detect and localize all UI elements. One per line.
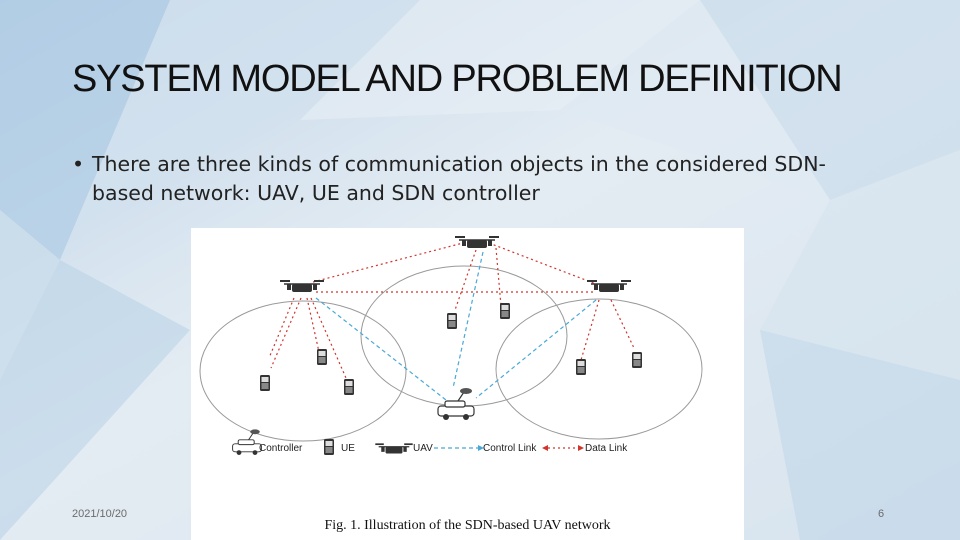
legend-ue-label: UE — [341, 443, 355, 454]
control-links — [315, 251, 597, 401]
footer-page-number: 6 — [878, 508, 885, 520]
network-diagram — [199, 236, 703, 456]
network-figure: Controller UE UAV Control Link Data Link… — [191, 228, 744, 540]
uav-top — [454, 236, 500, 249]
bullet-marker: • — [72, 152, 85, 176]
uav-left — [279, 280, 325, 293]
figure-caption: Fig. 1. Illustration of the SDN-based UA… — [324, 518, 611, 533]
legend-control-link-line — [434, 445, 484, 451]
coverage-right — [495, 298, 703, 440]
slide-title: SYSTEM MODEL AND PROBLEM DEFINITION — [72, 58, 843, 100]
coverage-areas — [199, 265, 703, 442]
coverage-left — [199, 300, 407, 442]
bullet-text: There are three kinds of communication o… — [92, 152, 826, 205]
footer-date: 2021/10/20 — [72, 508, 128, 520]
controller-car — [437, 387, 475, 421]
legend-uav-icon — [374, 443, 414, 455]
legend-icons — [232, 428, 584, 456]
bullet-item: • There are three kinds of communication… — [72, 150, 872, 208]
data-links — [268, 242, 635, 379]
legend-control-link-label: Control Link — [483, 443, 537, 454]
legend-uav-label: UAV — [413, 443, 433, 454]
legend-controller-label: Controller — [259, 443, 303, 454]
legend-ue-icon — [324, 439, 334, 455]
legend-data-link-line — [542, 445, 584, 451]
legend-data-link-label: Data Link — [585, 443, 628, 454]
legend-controller-icon — [232, 428, 262, 456]
